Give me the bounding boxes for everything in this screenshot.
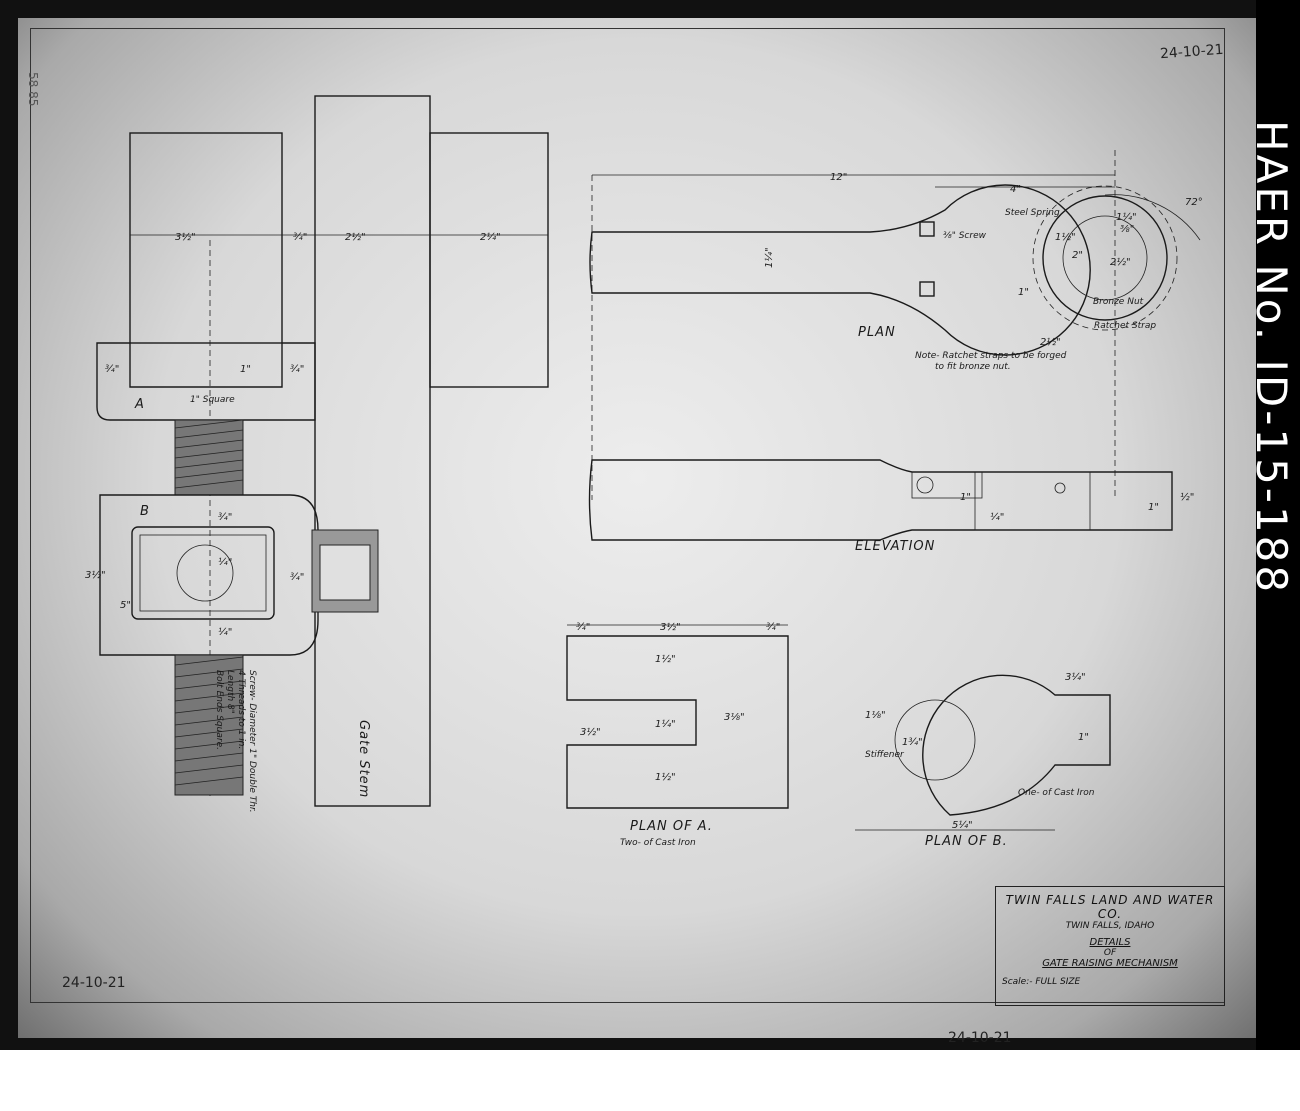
pa-dim-1: ¾" bbox=[576, 622, 590, 633]
elevation-view: ELEVATION ½" ¼" 1" 1" bbox=[588, 459, 1194, 554]
callout-spring: Steel Spring bbox=[1005, 208, 1060, 218]
pa-dim-4: 1½" bbox=[655, 653, 676, 665]
dim-b-4: ¾" bbox=[290, 572, 304, 583]
title-of: OF bbox=[1103, 948, 1117, 958]
pb-dim-4: 1" bbox=[1078, 732, 1089, 743]
svg-text:Length 8": Length 8" bbox=[225, 670, 235, 714]
dim-a-4: 1" Square bbox=[190, 395, 235, 405]
left-views: 3½" ¾" 2½" 2¼" A ¾" 1" ¾" 1" Square B 3½… bbox=[85, 95, 549, 813]
pa-dim-8: 3⅛" bbox=[724, 712, 745, 723]
drawing-sheet bbox=[18, 18, 1258, 1038]
plan-width: 1¼" bbox=[763, 247, 775, 268]
plan-dim-2: 4" bbox=[1010, 184, 1021, 195]
date-stamp-footer: 24-10-21 bbox=[948, 1030, 1012, 1046]
pa-dim-5: 1¼" bbox=[655, 718, 676, 730]
plan-dim-1: 12" bbox=[830, 172, 847, 183]
pa-dim-3: ¾" bbox=[766, 622, 780, 633]
plan-dim-10: ⅜" bbox=[1120, 224, 1134, 235]
title-details: DETAILS bbox=[1089, 937, 1131, 948]
corner-stamp: 58 85 bbox=[26, 72, 40, 107]
haer-strip bbox=[1256, 0, 1300, 1050]
pb-dim-1: 3¼" bbox=[1065, 671, 1086, 683]
plan-note-2: to fit bronze nut. bbox=[935, 362, 1011, 372]
pb-callout: Stiffener bbox=[865, 750, 905, 760]
dim-left-1: 3½" bbox=[175, 231, 196, 243]
callout-nut: Bronze Nut bbox=[1093, 297, 1144, 307]
plan-b-sub: One- of Cast Iron bbox=[1018, 788, 1095, 798]
elev-dim-5: 1" bbox=[1148, 502, 1159, 513]
screw-thread-lower bbox=[174, 654, 244, 796]
title-main: GATE RAISING MECHANISM bbox=[1042, 958, 1178, 969]
haer-label: HAER No. ID-15-188 bbox=[1247, 120, 1296, 596]
title-block: TWIN FALLS LAND AND WATER CO. TWIN FALLS… bbox=[995, 886, 1225, 1006]
plan-dim-9: 1" bbox=[1018, 287, 1029, 298]
elev-dim-3: ¼" bbox=[990, 511, 1004, 523]
title-company: TWIN FALLS LAND AND WATER CO. bbox=[1005, 893, 1215, 921]
plan-a-title: PLAN OF A. bbox=[630, 819, 713, 834]
dim-left-3: 2½" bbox=[345, 231, 366, 243]
svg-text:4 Threads to 1 in.: 4 Threads to 1 in. bbox=[236, 670, 246, 749]
dim-b-5: ¼" bbox=[218, 626, 232, 638]
dim-a-2: 1" bbox=[240, 364, 251, 375]
plan-a-sub: Two- of Cast Iron bbox=[620, 838, 696, 848]
dim-b-2: ¾" bbox=[218, 512, 232, 523]
plan-dim-4: 1¼" bbox=[1116, 211, 1137, 223]
title-scale: Scale:- FULL SIZE bbox=[1002, 977, 1081, 987]
date-stamp-left: 24-10-21 bbox=[62, 975, 126, 991]
title-place: TWIN FALLS, IDAHO bbox=[1065, 921, 1155, 931]
plan-of-b: 3¼" 1⅛" 1¾" 1" 5¼" Stiffener One- of Cas… bbox=[855, 671, 1111, 849]
plan-of-a: ¾" 3½" ¾" 1½" 1¼" 3½" 1½" 3⅛" PLAN OF A.… bbox=[566, 621, 789, 848]
elevation-title: ELEVATION bbox=[855, 539, 935, 554]
pa-dim-7: 1½" bbox=[655, 771, 676, 783]
plan-title: PLAN bbox=[858, 325, 896, 340]
dim-b-1: 3½" bbox=[85, 569, 106, 581]
plan-dim-5: 1½" bbox=[1055, 231, 1076, 243]
dim-left-2: ¾" bbox=[293, 232, 307, 243]
sheet-border bbox=[30, 28, 1225, 1003]
dim-b-6: ¼" bbox=[218, 556, 232, 568]
svg-text:Screw- Diameter 1" Double Thr.: Screw- Diameter 1" Double Thr. bbox=[247, 670, 257, 813]
screw-note: Screw- Diameter 1" Double Thr. 4 Threads… bbox=[214, 670, 257, 813]
plan-note-1: Note- Ratchet straps to be forged bbox=[915, 351, 1067, 361]
dim-a-3: ¾" bbox=[290, 364, 304, 375]
dim-b-3: 5" bbox=[120, 600, 131, 611]
label-b: B bbox=[140, 504, 150, 519]
svg-text:Bolt Ends Square.: Bolt Ends Square. bbox=[214, 670, 224, 750]
pb-dim-3: 1¾" bbox=[902, 737, 923, 748]
label-a: A bbox=[134, 397, 145, 412]
callout-strap: Ratchet Strap bbox=[1094, 321, 1156, 331]
pb-dim-5: 5¼" bbox=[952, 819, 973, 831]
dim-left-4: 2¼" bbox=[480, 231, 501, 243]
pa-dim-2: 3½" bbox=[660, 621, 681, 633]
plan-dim-8: 2½" bbox=[1110, 256, 1131, 268]
elev-dim-4: 1" bbox=[960, 492, 971, 503]
screw-thread-upper bbox=[174, 419, 244, 496]
pa-dim-6: 3½" bbox=[580, 726, 601, 738]
plan-b-title: PLAN OF B. bbox=[925, 834, 1008, 849]
gate-stem-label: Gate Stem bbox=[356, 720, 371, 798]
dim-a-1: ¾" bbox=[105, 364, 119, 375]
plan-dim-6: 2" bbox=[1072, 250, 1083, 261]
plan-dim-7: 2½" bbox=[1040, 336, 1061, 348]
callout-screw: ⅜" Screw bbox=[943, 231, 987, 241]
elev-dim-2: ½" bbox=[1180, 491, 1194, 503]
pb-dim-2: 1⅛" bbox=[865, 710, 886, 721]
plan-dim-3: 72° bbox=[1185, 197, 1203, 208]
plan-view: 12" 4" 72° 1¼" 1½" 2" 2½" 2½" 1" ⅜" 1¼" … bbox=[589, 150, 1203, 500]
